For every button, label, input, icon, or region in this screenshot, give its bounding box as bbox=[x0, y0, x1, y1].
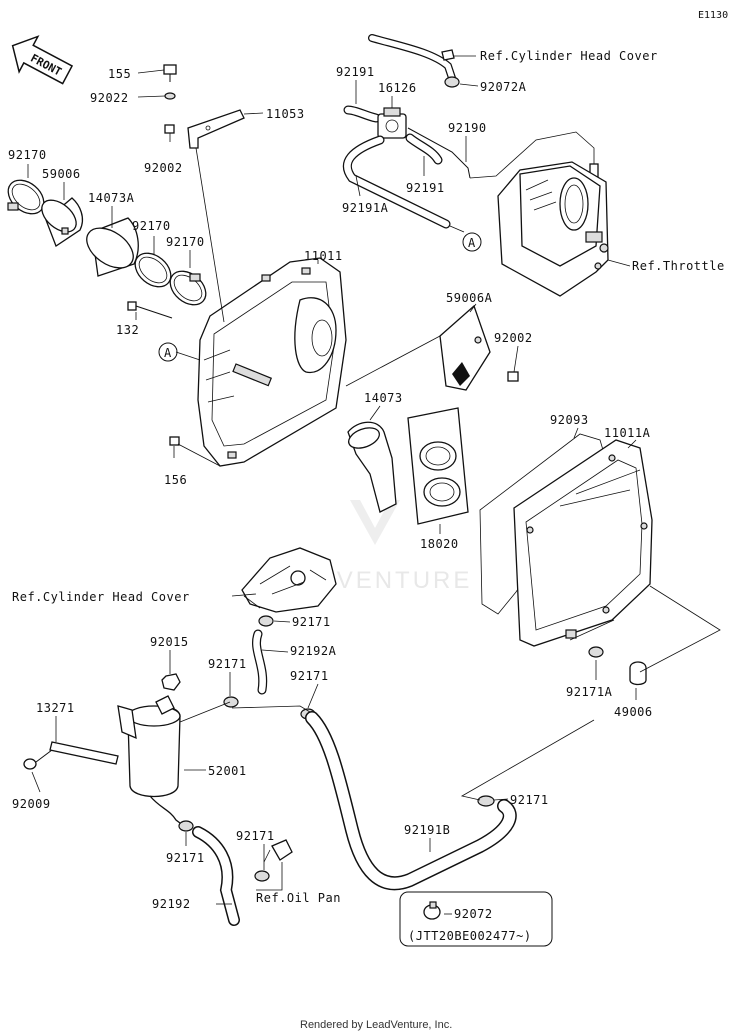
hose-upper bbox=[368, 34, 456, 82]
label-155: 155 bbox=[108, 67, 131, 81]
label-156: 156 bbox=[164, 473, 187, 487]
label-92093: 92093 bbox=[550, 413, 589, 427]
label-92191A: 92191A bbox=[342, 201, 389, 215]
leader-lines bbox=[27, 55, 721, 915]
label-59006A: 59006A bbox=[446, 291, 493, 305]
label-92072: 92072 bbox=[454, 907, 493, 921]
label-59006: 59006 bbox=[42, 167, 81, 181]
label-13271: 13271 bbox=[36, 701, 75, 715]
clamp-92072A bbox=[444, 76, 460, 88]
label-92072A: 92072A bbox=[480, 80, 527, 94]
clamp-92171-e bbox=[178, 820, 194, 832]
bolt-132 bbox=[127, 301, 173, 319]
label-92171-a: 92171 bbox=[292, 615, 331, 629]
duct-14073 bbox=[347, 421, 397, 513]
hose-92191B bbox=[305, 711, 517, 891]
label-92022: 92022 bbox=[90, 91, 129, 105]
bolt-155 bbox=[163, 64, 177, 82]
label-92171-f: 92171 bbox=[236, 829, 275, 843]
bolt-92002-b bbox=[507, 371, 519, 382]
cap-ref-chc bbox=[441, 49, 455, 61]
plate-59006A bbox=[439, 304, 491, 391]
cap-49006 bbox=[629, 661, 647, 686]
bracket-13271 bbox=[49, 741, 119, 765]
serial-note-box bbox=[399, 891, 553, 947]
label-16126: 16126 bbox=[378, 81, 417, 95]
footer-text: Rendered by LeadVenture, Inc. bbox=[300, 1019, 452, 1031]
label-132: 132 bbox=[116, 323, 139, 337]
diagram-id: E1130 bbox=[698, 10, 728, 21]
label-92191B: 92191B bbox=[404, 823, 450, 837]
fitting-oil-pan bbox=[263, 839, 293, 863]
clamp-92170-b bbox=[134, 252, 172, 288]
clamp-92170-c bbox=[169, 270, 207, 306]
duct-14073A bbox=[86, 217, 139, 277]
label-92192: 92192 bbox=[152, 897, 191, 911]
clamp-92171-f bbox=[254, 870, 270, 882]
label-14073: 14073 bbox=[364, 391, 403, 405]
tank-52001 bbox=[117, 695, 185, 827]
label-92170-c: 92170 bbox=[166, 235, 205, 249]
hose-92191A bbox=[342, 135, 451, 229]
cover-11011A bbox=[513, 439, 653, 647]
label-92192A: 92192A bbox=[290, 644, 337, 658]
label-92190: 92190 bbox=[448, 121, 487, 135]
washer-92022 bbox=[164, 92, 176, 100]
label-92002-a: 92002 bbox=[144, 161, 183, 175]
hose-92191-a bbox=[343, 105, 381, 123]
label-ref-throttle: Ref.Throttle bbox=[632, 259, 725, 273]
bolt-92002 bbox=[164, 124, 175, 134]
label-92171-b: 92171 bbox=[208, 657, 247, 671]
clamp-92170-a bbox=[7, 179, 45, 215]
svg-text:A: A bbox=[164, 346, 172, 360]
callout-a-left: A bbox=[158, 342, 178, 362]
label-ref-oil-pan: Ref.Oil Pan bbox=[256, 891, 341, 905]
airbox-housing-11011 bbox=[197, 257, 347, 467]
label-92171A: 92171A bbox=[566, 685, 613, 699]
label-49006: 49006 bbox=[614, 705, 653, 719]
label-92015: 92015 bbox=[150, 635, 189, 649]
callout-a-right: A bbox=[462, 232, 482, 252]
hose-92192 bbox=[192, 826, 240, 926]
label-18020: 18020 bbox=[420, 537, 459, 551]
label-92170-b: 92170 bbox=[132, 219, 171, 233]
duct-18020 bbox=[407, 407, 469, 525]
label-11011A: 11011A bbox=[604, 426, 651, 440]
label-92171-e: 92171 bbox=[166, 851, 205, 865]
label-92191-b: 92191 bbox=[406, 181, 445, 195]
bolt-156 bbox=[169, 436, 180, 446]
valve-16126 bbox=[377, 107, 407, 139]
label-92171-d: 92171 bbox=[510, 793, 549, 807]
bracket-11053 bbox=[187, 109, 245, 149]
label-52001: 52001 bbox=[208, 764, 247, 778]
label-ref-cylinder-head-cover-top: Ref.Cylinder Head Cover bbox=[480, 49, 658, 63]
seal-59006 bbox=[41, 197, 84, 247]
hose-92192A bbox=[252, 629, 268, 695]
label-92191-a: 92191 bbox=[336, 65, 375, 79]
label-14073A: 14073A bbox=[88, 191, 135, 205]
front-arrow-icon: FRONT bbox=[11, 35, 74, 85]
label-11011: 11011 bbox=[304, 249, 343, 263]
part-labels: 155 92022 11053 92002 92170 59006 14073A… bbox=[8, 49, 725, 943]
label-92009: 92009 bbox=[12, 797, 51, 811]
clamp-92171-a bbox=[258, 615, 274, 627]
bolt-92009 bbox=[23, 749, 53, 770]
nut-92015 bbox=[161, 673, 181, 691]
hose-92191-b bbox=[405, 133, 443, 165]
label-11053: 11053 bbox=[266, 107, 305, 121]
clamp-92171-d bbox=[477, 795, 495, 807]
cylinder-head-cover-part bbox=[241, 547, 337, 613]
throttle-body bbox=[497, 161, 609, 297]
label-92171-c: 92171 bbox=[290, 669, 329, 683]
clamp-92171A bbox=[588, 646, 604, 658]
label-ref-cylinder-head-cover-bottom: Ref.Cylinder Head Cover bbox=[12, 590, 190, 604]
label-92002-b: 92002 bbox=[494, 331, 533, 345]
label-serial-note: (JTT20BE002477~) bbox=[408, 929, 532, 943]
svg-text:A: A bbox=[468, 236, 476, 250]
clamp-92171-b bbox=[223, 696, 239, 708]
label-92170-a: 92170 bbox=[8, 148, 47, 162]
